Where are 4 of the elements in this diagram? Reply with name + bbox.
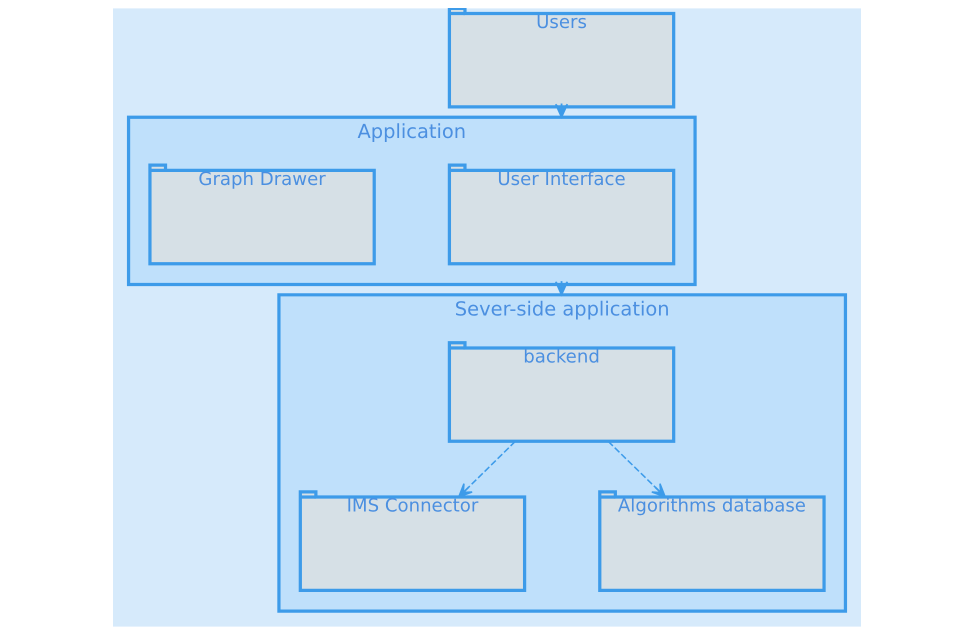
arrow bbox=[554, 281, 568, 296]
arrow bbox=[554, 103, 568, 118]
arrow bbox=[458, 440, 516, 498]
arrow bbox=[607, 440, 666, 498]
